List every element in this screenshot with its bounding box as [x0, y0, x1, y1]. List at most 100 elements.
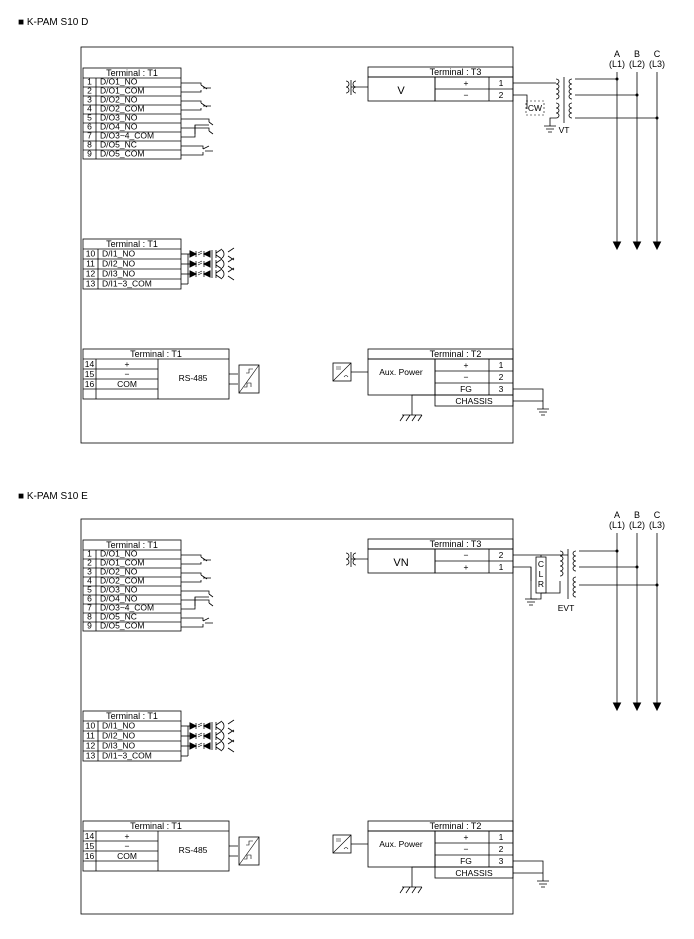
- terminal-label: D/O3~4_COM: [100, 603, 154, 613]
- terminal-label: D/O1_NO: [100, 549, 138, 559]
- terminal-number: 3: [499, 856, 504, 866]
- terminal-number: 16: [85, 851, 95, 861]
- terminal-label: D/O4_NO: [100, 122, 138, 132]
- led-icon: [202, 250, 211, 258]
- phase-letter: C: [654, 49, 661, 59]
- t2-block-label: Aux. Power: [379, 839, 423, 849]
- led-icon: [189, 270, 198, 278]
- terminal-label: D/I1_NO: [102, 721, 135, 731]
- t2-block-label: Aux. Power: [379, 367, 423, 377]
- t3-block-label: VN: [393, 557, 408, 569]
- light-arrow-icon: [197, 270, 203, 276]
- t3-title: Terminal : T3: [430, 67, 482, 77]
- transformer-label: VT: [559, 125, 570, 135]
- phase-letter: A: [614, 49, 620, 59]
- wire: [227, 257, 235, 271]
- ground-icon: [544, 125, 556, 133]
- terminal-number: 1: [87, 77, 92, 87]
- light-arrow-icon: [197, 722, 203, 728]
- terminal-label: D/O5_COM: [100, 621, 144, 631]
- t1-rs485-title: Terminal : T1: [130, 349, 182, 359]
- wire: [229, 373, 238, 385]
- terminal-number: 9: [87, 149, 92, 159]
- terminal-number: 1: [499, 360, 504, 370]
- terminal-number: 12: [86, 269, 96, 279]
- terminal-number: 13: [86, 279, 96, 289]
- led-icon: [189, 742, 198, 750]
- terminal-sign: −: [464, 550, 469, 560]
- terminal-label: D/O1_COM: [100, 86, 144, 96]
- terminal-number: 1: [499, 562, 504, 572]
- phase-letter: B: [634, 510, 640, 520]
- terminal-number: 6: [87, 594, 92, 604]
- clr-letter: L: [539, 569, 544, 579]
- opto-arc-icon: [221, 259, 225, 269]
- light-arrow-icon: [197, 742, 203, 748]
- phase-sub-label: (L3): [649, 59, 665, 69]
- terminal-sign: +: [464, 78, 469, 88]
- terminal-number: 10: [86, 721, 96, 731]
- t2-block: [367, 830, 436, 868]
- led-icon: [189, 732, 198, 740]
- arrow-down-icon: [632, 702, 642, 712]
- t2-title: Terminal : T2: [430, 349, 482, 359]
- terminal-number: 3: [499, 384, 504, 394]
- terminal-number: 12: [86, 741, 96, 751]
- voltage-sensor-icon: [345, 552, 357, 567]
- section-title: ■ K-PAM S10 E: [18, 491, 88, 502]
- wire: [411, 394, 435, 415]
- phase-a: A(L1): [609, 49, 625, 251]
- terminal-label: D/O5_NC: [100, 612, 137, 622]
- arrow-down-icon: [612, 241, 622, 251]
- terminal-label: COM: [117, 379, 137, 389]
- junction-dot: [635, 93, 639, 97]
- clr-letter: R: [538, 579, 544, 589]
- terminal-label: D/I3_NO: [102, 269, 135, 279]
- led-icon: [202, 270, 211, 278]
- light-arrow-icon: [197, 732, 203, 738]
- t1-out-frame: [82, 67, 182, 160]
- relay-contact-icon: [181, 100, 211, 111]
- terminal-sign: FG: [460, 384, 472, 394]
- terminal-number: 7: [87, 131, 92, 141]
- table-row: +1: [464, 360, 504, 370]
- table-row: FG 3: [460, 384, 504, 394]
- relay-contact-icon: [181, 590, 214, 610]
- rs485-transceiver-icon: [238, 836, 260, 866]
- table-row: 15−: [85, 841, 130, 851]
- table-row: +1: [464, 562, 504, 572]
- terminal-label: D/O5_NC: [100, 140, 137, 150]
- junction-dot: [615, 77, 619, 81]
- terminal-label: COM: [117, 851, 137, 861]
- wire: [513, 860, 544, 881]
- wire: [229, 845, 238, 857]
- three-phase-lines: A(L1)B(L2) C(L3): [609, 49, 665, 251]
- led-icon: [202, 732, 211, 740]
- phase-c: C(L3): [649, 510, 665, 712]
- arrow-down-icon: [652, 241, 662, 251]
- arrow-down-icon: [612, 702, 622, 712]
- phase-b: B(L2): [629, 49, 645, 251]
- square-wave-icon: [238, 364, 260, 394]
- phototransistor-icon: [215, 720, 223, 732]
- terminal-label: D/I2_NO: [102, 259, 135, 269]
- coil-icon: [568, 78, 573, 100]
- rs485-label: RS-485: [179, 373, 208, 383]
- phase-letter: B: [634, 49, 640, 59]
- device-enclosure: [80, 518, 514, 915]
- light-arrow-icon: [197, 260, 203, 266]
